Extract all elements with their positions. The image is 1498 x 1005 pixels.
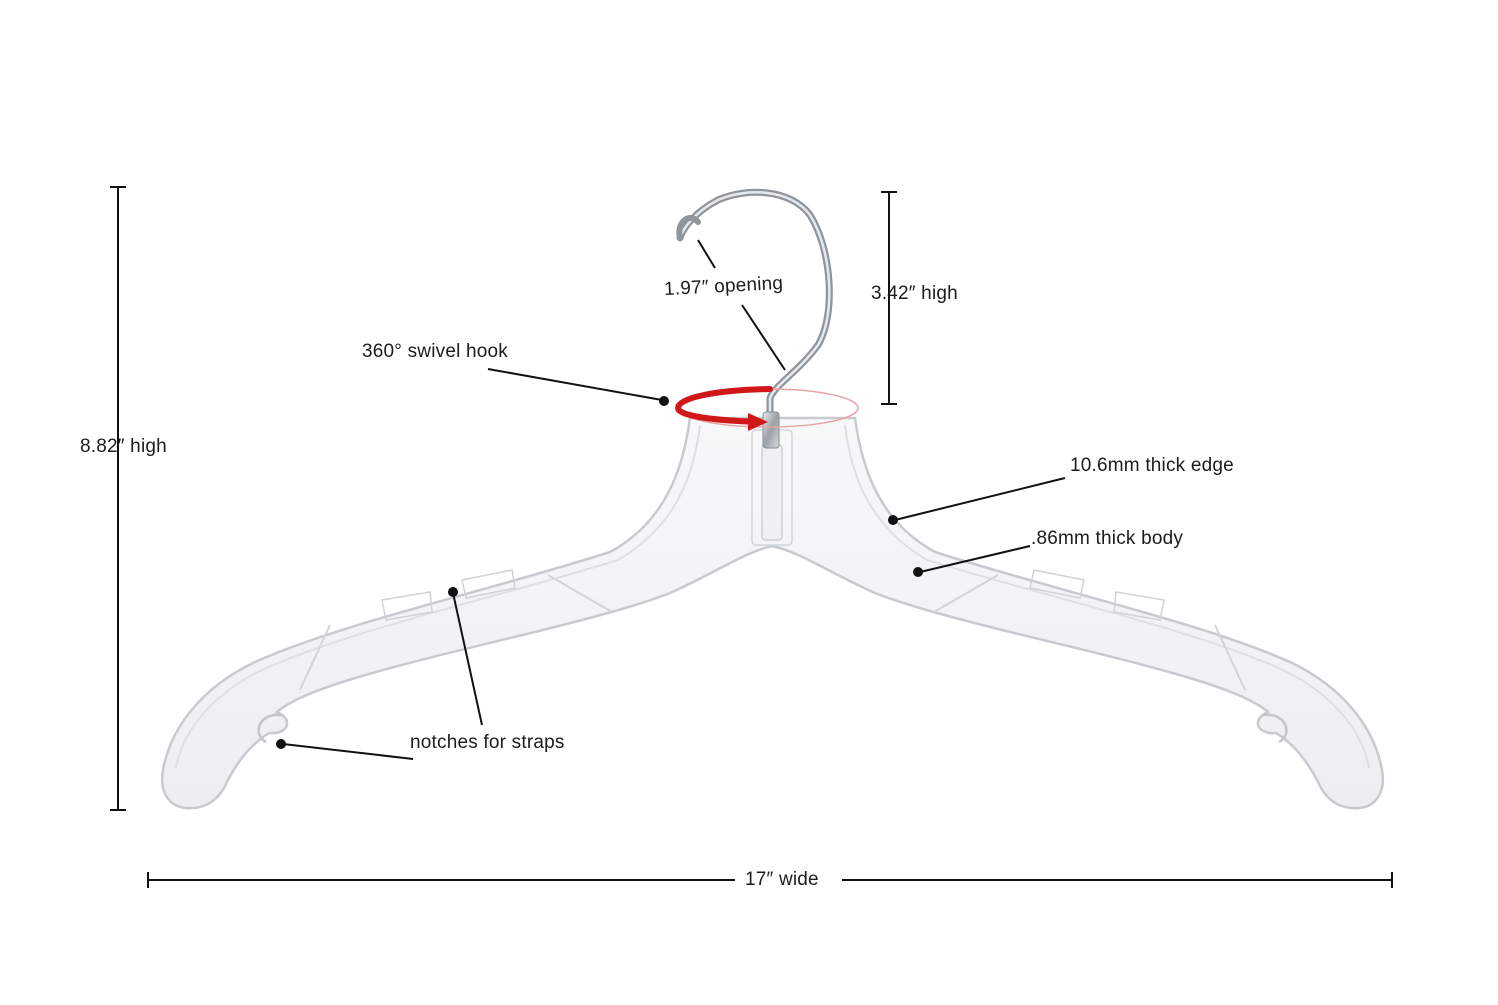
strap-notches-label: notches for straps (410, 732, 565, 753)
thick-edge-label: 10.6mm thick edge (1070, 455, 1234, 476)
overall-width-label: 17″ wide (737, 869, 827, 891)
dimension-lines (110, 186, 1393, 888)
swivel-rotation-indicator (674, 386, 859, 431)
leader-lines (276, 239, 1066, 760)
thick-body-label: .86mm thick body (1031, 528, 1184, 549)
swivel-hook-label: 360° swivel hook (362, 341, 508, 362)
overall-height-label: 8.82″ high (80, 436, 167, 457)
metal-hook (676, 188, 833, 449)
hook-height-label: 3.42″ high (871, 283, 958, 304)
hanger-body (160, 416, 1385, 810)
